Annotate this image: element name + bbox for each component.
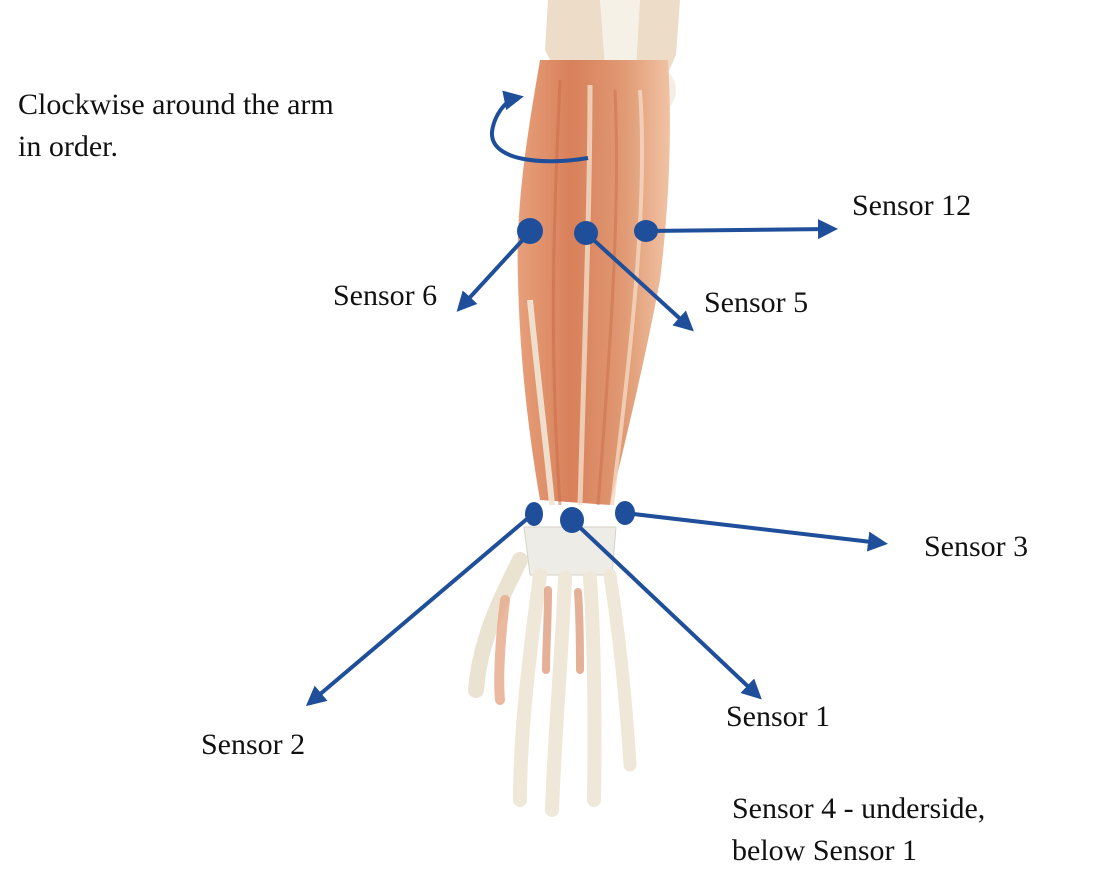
label-sensor-1: Sensor 1	[726, 700, 831, 733]
label-sensor-2: Sensor 2	[201, 728, 306, 761]
label-sensor-12: Sensor 12	[852, 189, 972, 222]
label-sensor-5: Sensor 5	[704, 286, 809, 319]
marker-sensor-2	[525, 502, 543, 526]
marker-sensor-3	[615, 501, 635, 525]
marker-sensor-12	[634, 220, 658, 242]
instruction-note: Clockwise around the arm in order.	[18, 84, 334, 168]
arrow-sensor-2	[305, 511, 536, 707]
marker-sensor-5	[574, 221, 598, 245]
label-sensor-3: Sensor 3	[924, 530, 1029, 563]
label-sensor-6: Sensor 6	[333, 279, 438, 312]
instruction-line-2: in order.	[18, 130, 118, 163]
sensor-markers	[305, 218, 888, 707]
arrow-sensor-12	[645, 219, 838, 240]
marker-sensor-6	[517, 218, 543, 244]
footnote-line-1: Sensor 4 - underside,	[732, 792, 986, 825]
arrow-sensor-1	[570, 518, 762, 700]
footnote-line-2: below Sensor 1	[732, 834, 917, 867]
clockwise-arrow	[489, 90, 589, 164]
arrow-sensor-6	[456, 230, 532, 312]
arrow-sensor-3	[624, 511, 888, 552]
forearm-illustration	[468, 0, 680, 817]
footnote-sensor-4: Sensor 4 - underside, below Sensor 1	[732, 788, 985, 872]
instruction-line-1: Clockwise around the arm	[18, 88, 334, 121]
marker-sensor-1	[560, 507, 584, 533]
arrow-sensor-5	[584, 231, 694, 332]
